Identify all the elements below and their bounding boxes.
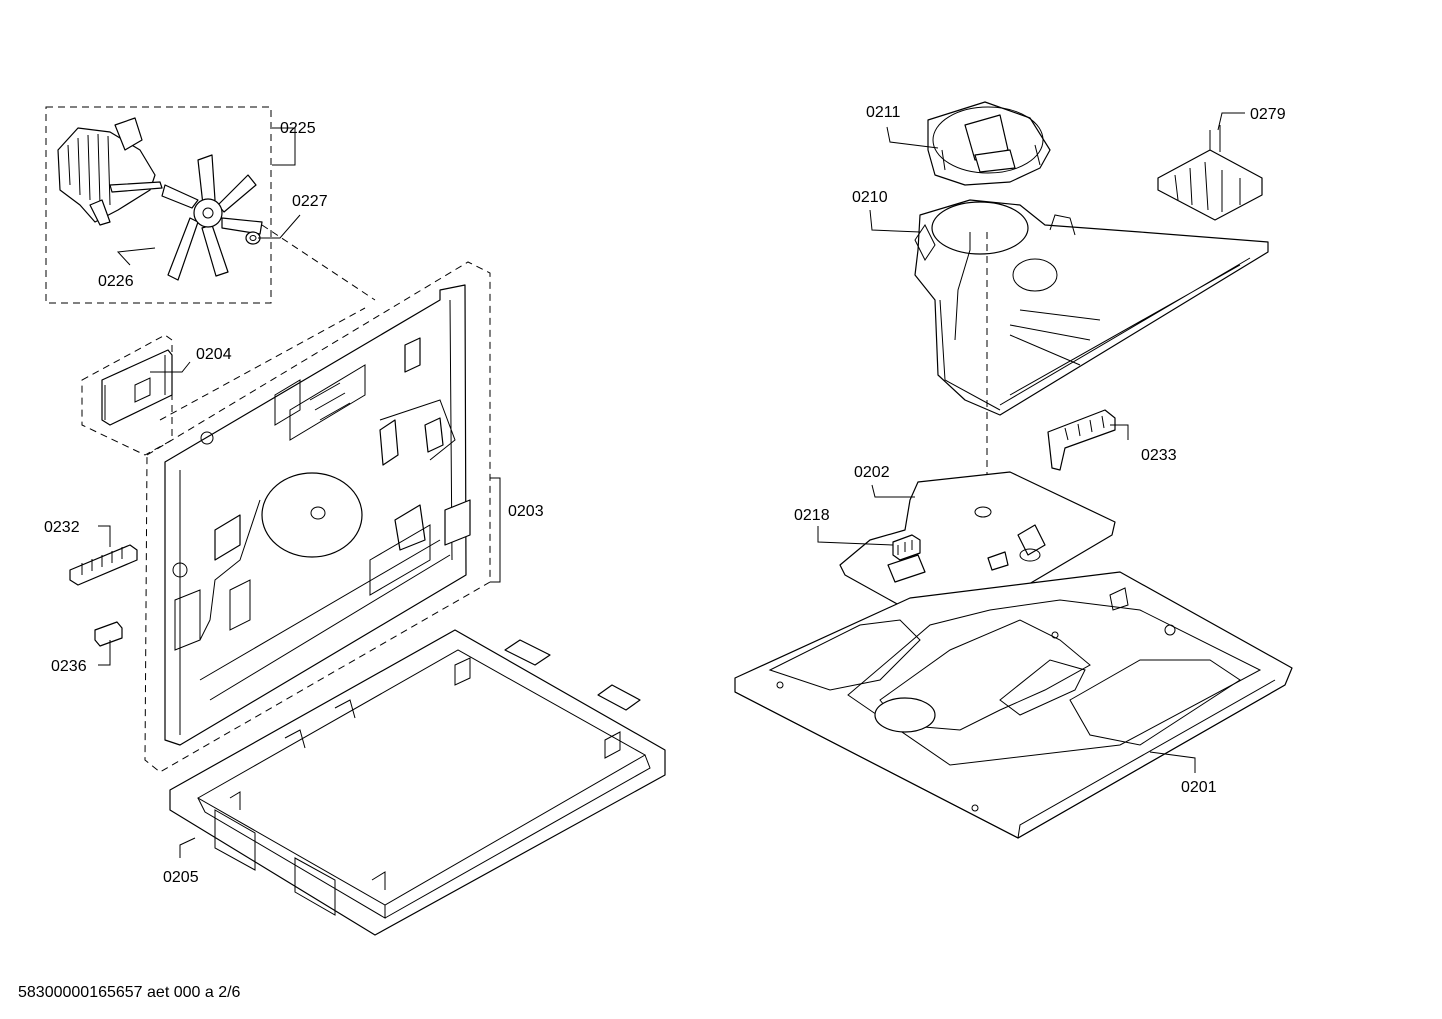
leader-0210 (869, 209, 921, 233)
part-label-0203: 0203 (508, 503, 544, 520)
part-label-0211: 0211 (866, 104, 901, 121)
leader-0236 (98, 640, 111, 666)
fan-nut (245, 231, 261, 245)
leader-0225 (272, 127, 296, 166)
bracket (101, 349, 173, 426)
clip (94, 621, 123, 647)
relay-block (1157, 125, 1263, 221)
part-label-0205: 0205 (163, 869, 199, 886)
blower-fan (927, 101, 1051, 186)
leader-0218 (817, 526, 894, 546)
part-label-0227: 0227 (292, 193, 328, 210)
part-label-0218: 0218 (794, 507, 830, 524)
part-label-0204: 0204 (196, 346, 232, 363)
bracket-box (81, 334, 173, 456)
cover-plate (839, 471, 1116, 626)
part-label-0201: 0201 (1181, 779, 1217, 796)
fan-motor (57, 117, 163, 226)
fan-motor-group-box (45, 106, 272, 304)
leader-0202 (871, 484, 915, 498)
part-label-0232: 0232 (44, 519, 80, 536)
base-frame (169, 629, 666, 936)
sensor-bracket (1047, 409, 1116, 471)
document-footer: 58300000165657 aet 000 a 2/6 (18, 984, 241, 1001)
leader-0226 (116, 247, 156, 266)
thermal-fuse (892, 534, 921, 561)
part-label-0225: 0225 (280, 120, 316, 137)
leader-0233 (1110, 424, 1129, 440)
leader-0203 (490, 477, 501, 583)
terminal-block (69, 544, 138, 586)
alignment-line (159, 307, 366, 421)
leader-0232 (98, 525, 111, 547)
fan-wheel (161, 154, 263, 281)
leader-0211 (886, 126, 939, 149)
part-label-0236: 0236 (51, 658, 87, 675)
leader-0279 (1217, 112, 1245, 131)
rear-panel (164, 284, 471, 746)
leader-0201 (1149, 751, 1196, 773)
part-label-0210: 0210 (852, 189, 888, 206)
leader-0204 (150, 361, 191, 373)
part-label-0226: 0226 (98, 273, 134, 290)
bottom-panel (734, 571, 1293, 839)
part-label-0202: 0202 (854, 464, 890, 481)
part-label-0279: 0279 (1250, 106, 1286, 123)
blower-housing (914, 199, 1269, 416)
alignment-line-nut (261, 224, 376, 301)
leader-0205 (179, 837, 196, 858)
leader-0227 (258, 214, 301, 239)
part-label-0233: 0233 (1141, 447, 1177, 464)
